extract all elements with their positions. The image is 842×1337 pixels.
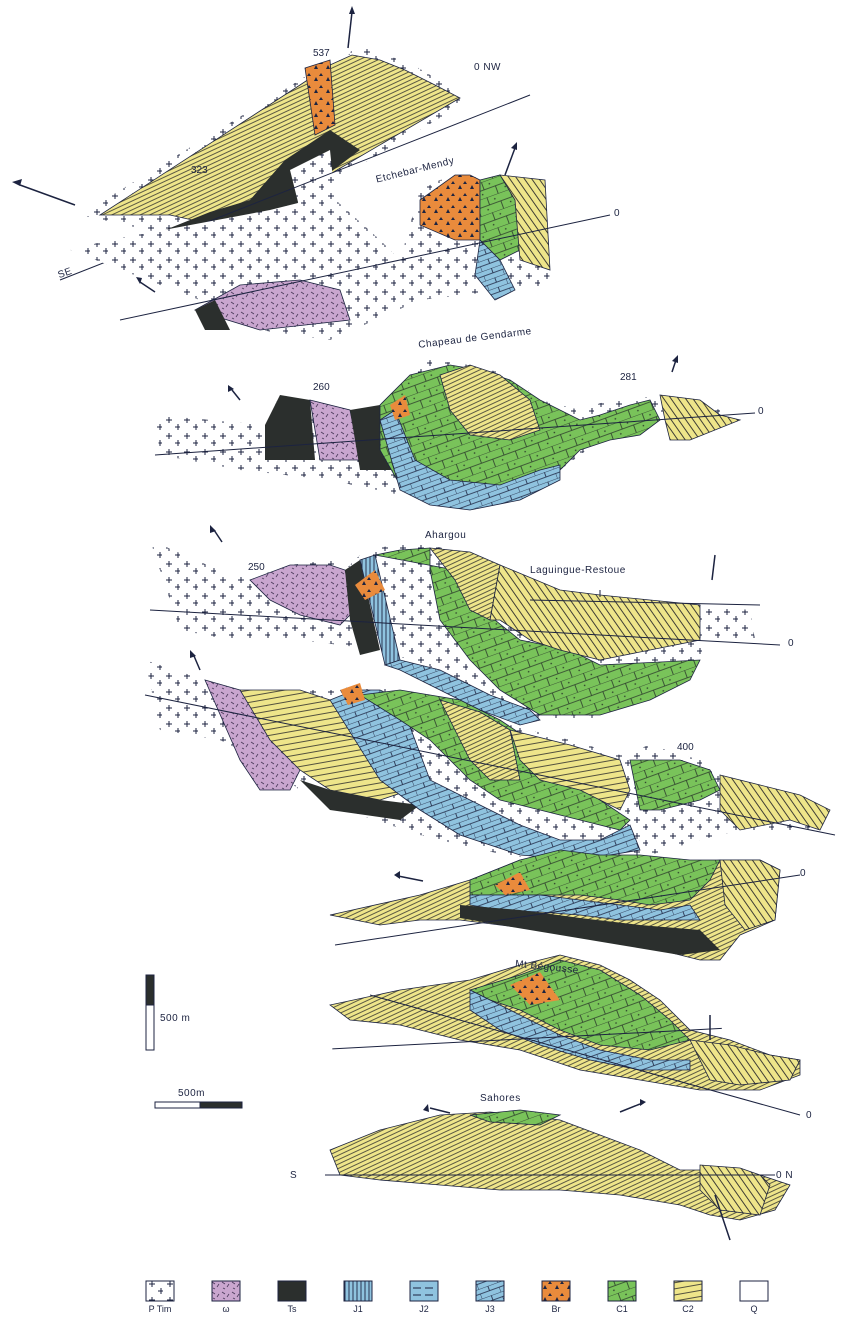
legend-label-br: Br: [536, 1304, 576, 1314]
orientation-zero-5: 0: [806, 1110, 812, 1121]
legend-swatch-c2: [673, 1280, 703, 1302]
legend-swatch-c1: [607, 1280, 637, 1302]
section-middle-block: [330, 850, 800, 960]
elevation-400: 400: [677, 742, 694, 753]
legend-item-ts: Ts: [272, 1280, 312, 1314]
legend-label-omega: ω: [206, 1304, 246, 1314]
legend-label-ptim: P Tim: [140, 1304, 180, 1314]
section-chapeau-de-gendarme: [155, 355, 755, 510]
legend-swatch-ts: [277, 1280, 307, 1302]
elevation-281: 281: [620, 372, 637, 383]
label-ahargou: Ahargou: [425, 530, 466, 541]
legend-swatch-q: [739, 1280, 769, 1302]
orientation-zero-3: 0: [788, 638, 794, 649]
elevation-323: 323: [191, 165, 208, 176]
section-sahores: [325, 1099, 790, 1240]
legend-item-c2: C2: [668, 1280, 708, 1314]
legend-label-j3: J3: [470, 1304, 510, 1314]
orientation-s: S: [290, 1170, 297, 1181]
legend-swatch-br: [541, 1280, 571, 1302]
orientation-zero-1: 0: [614, 208, 620, 219]
legend-label-q: Q: [734, 1304, 774, 1314]
legend-swatch-j3: [475, 1280, 505, 1302]
elevation-260: 260: [313, 382, 330, 393]
vertical-scale-label: 500 m: [160, 1013, 190, 1024]
legend-item-c1: C1: [602, 1280, 642, 1314]
label-laguingue-restoue: Laguingue-Restoue: [530, 565, 626, 576]
legend-item-omega: ω: [206, 1280, 246, 1314]
legend-label-c1: C1: [602, 1304, 642, 1314]
legend-swatch-ptim: [145, 1280, 175, 1302]
legend-item-j2: J2: [404, 1280, 444, 1314]
legend-label-j1: J1: [338, 1304, 378, 1314]
orientation-zero-2: 0: [758, 406, 764, 417]
legend-item-q: Q: [734, 1280, 774, 1314]
vertical-scale-bar: [146, 975, 154, 1050]
legend-label-c2: C2: [668, 1304, 708, 1314]
orientation-nw: 0 NW: [474, 62, 501, 73]
orientation-on: 0 N: [776, 1170, 793, 1181]
legend-item-j3: J3: [470, 1280, 510, 1314]
section-mt-begousse: [330, 955, 800, 1115]
legend: P Tim ω Ts J1 J2 J3 Br C1 C2 Q: [140, 1280, 800, 1335]
horizontal-scale-bar: [155, 1102, 242, 1108]
legend-item-j1: J1: [338, 1280, 378, 1314]
label-sahores: Sahores: [480, 1093, 521, 1104]
legend-swatch-omega: [211, 1280, 241, 1302]
legend-item-br: Br: [536, 1280, 576, 1314]
legend-swatch-j2: [409, 1280, 439, 1302]
legend-label-j2: J2: [404, 1304, 444, 1314]
orientation-zero-4: 0: [800, 868, 806, 879]
elevation-537: 537: [313, 48, 330, 59]
legend-item-ptim: P Tim: [140, 1280, 180, 1314]
elevation-250: 250: [248, 562, 265, 573]
horizontal-scale-label: 500m: [178, 1088, 205, 1099]
legend-swatch-j1: [343, 1280, 373, 1302]
legend-label-ts: Ts: [272, 1304, 312, 1314]
